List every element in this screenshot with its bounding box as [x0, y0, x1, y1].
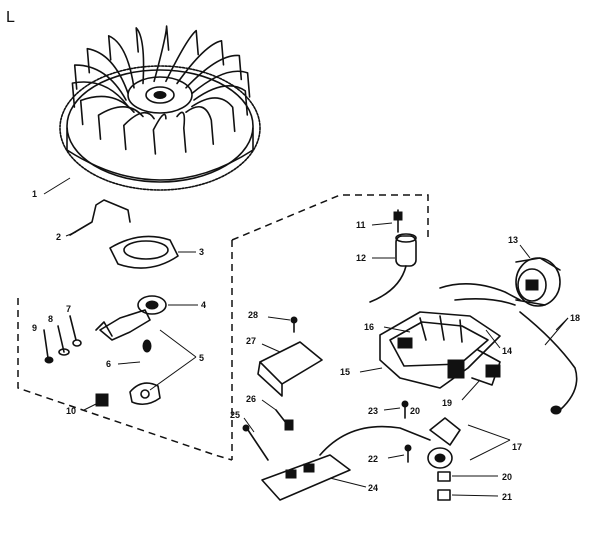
callout-7: 7 — [66, 304, 71, 314]
flywheel-fin — [71, 81, 129, 108]
assembly-boundary-dashed — [231, 194, 429, 241]
callout-8: 8 — [48, 314, 53, 324]
flywheel-fin — [153, 25, 170, 83]
flywheel-fin — [185, 105, 215, 145]
callout-20-lower: 20 — [502, 472, 512, 482]
flywheel-part — [59, 25, 261, 191]
callout-4: 4 — [201, 300, 206, 310]
flywheel-fin — [135, 27, 145, 85]
callout-21: 21 — [502, 492, 512, 502]
callout-5: 5 — [199, 353, 204, 363]
callout-23: 23 — [368, 406, 378, 416]
condenser-part — [369, 209, 417, 303]
flywheel-fin — [191, 97, 236, 133]
flywheel-fin — [191, 70, 251, 98]
callout-17: 17 — [512, 442, 522, 452]
terminal-plate-part — [242, 424, 431, 501]
callout-15: 15 — [340, 367, 350, 377]
screw-26-part — [275, 316, 298, 431]
callout-16: 16 — [364, 322, 374, 332]
callout-6: 6 — [106, 359, 111, 369]
callout-13: 13 — [508, 235, 518, 245]
flywheel-fin — [176, 40, 225, 85]
flywheel-fin — [176, 111, 187, 153]
flywheel-fin — [73, 64, 127, 101]
callout-20-upper: 20 — [410, 406, 420, 416]
flywheel-fin — [193, 85, 249, 116]
callout-24: 24 — [368, 483, 378, 493]
flywheel-fin — [185, 54, 243, 89]
corner-mark: L — [6, 9, 15, 26]
flywheel-fin — [123, 111, 155, 151]
callout-leaders — [43, 177, 569, 497]
callout-9: 9 — [32, 323, 37, 333]
breaker-box-part — [379, 311, 501, 389]
ignition-coil-part — [515, 257, 561, 307]
callout-18: 18 — [570, 313, 580, 323]
callout-12: 12 — [356, 253, 366, 263]
wire-spring-part — [69, 199, 131, 236]
callout-3: 3 — [199, 247, 204, 257]
flywheel-fin — [107, 35, 135, 89]
callout-11: 11 — [356, 220, 366, 230]
callout-27: 27 — [246, 336, 256, 346]
cover-plate-part — [257, 341, 323, 397]
flywheel-fin — [165, 29, 199, 83]
flywheel-fin — [152, 113, 167, 155]
callout-14: 14 — [502, 346, 512, 356]
callout-10: 10 — [66, 406, 76, 416]
lead-wire-part — [439, 283, 521, 301]
callout-1: 1 — [32, 189, 37, 199]
callout-22: 22 — [368, 454, 378, 464]
coil-bracket-part — [95, 295, 167, 341]
breaker-points-part — [401, 400, 461, 501]
air-vane-part — [109, 235, 179, 269]
callout-26: 26 — [246, 394, 256, 404]
callout-28: 28 — [248, 310, 258, 320]
callout-2: 2 — [56, 232, 61, 242]
callout-labels: 1 2 3 4 5 6 7 8 9 10 11 12 13 14 15 16 1… — [32, 189, 580, 502]
callout-25: 25 — [230, 410, 240, 420]
flywheel-fin — [97, 106, 144, 140]
small-screws-parts — [43, 315, 152, 364]
armature-part — [95, 382, 161, 407]
flywheel-fin — [79, 95, 135, 126]
flywheel-fin — [86, 47, 129, 95]
callout-19: 19 — [442, 398, 452, 408]
